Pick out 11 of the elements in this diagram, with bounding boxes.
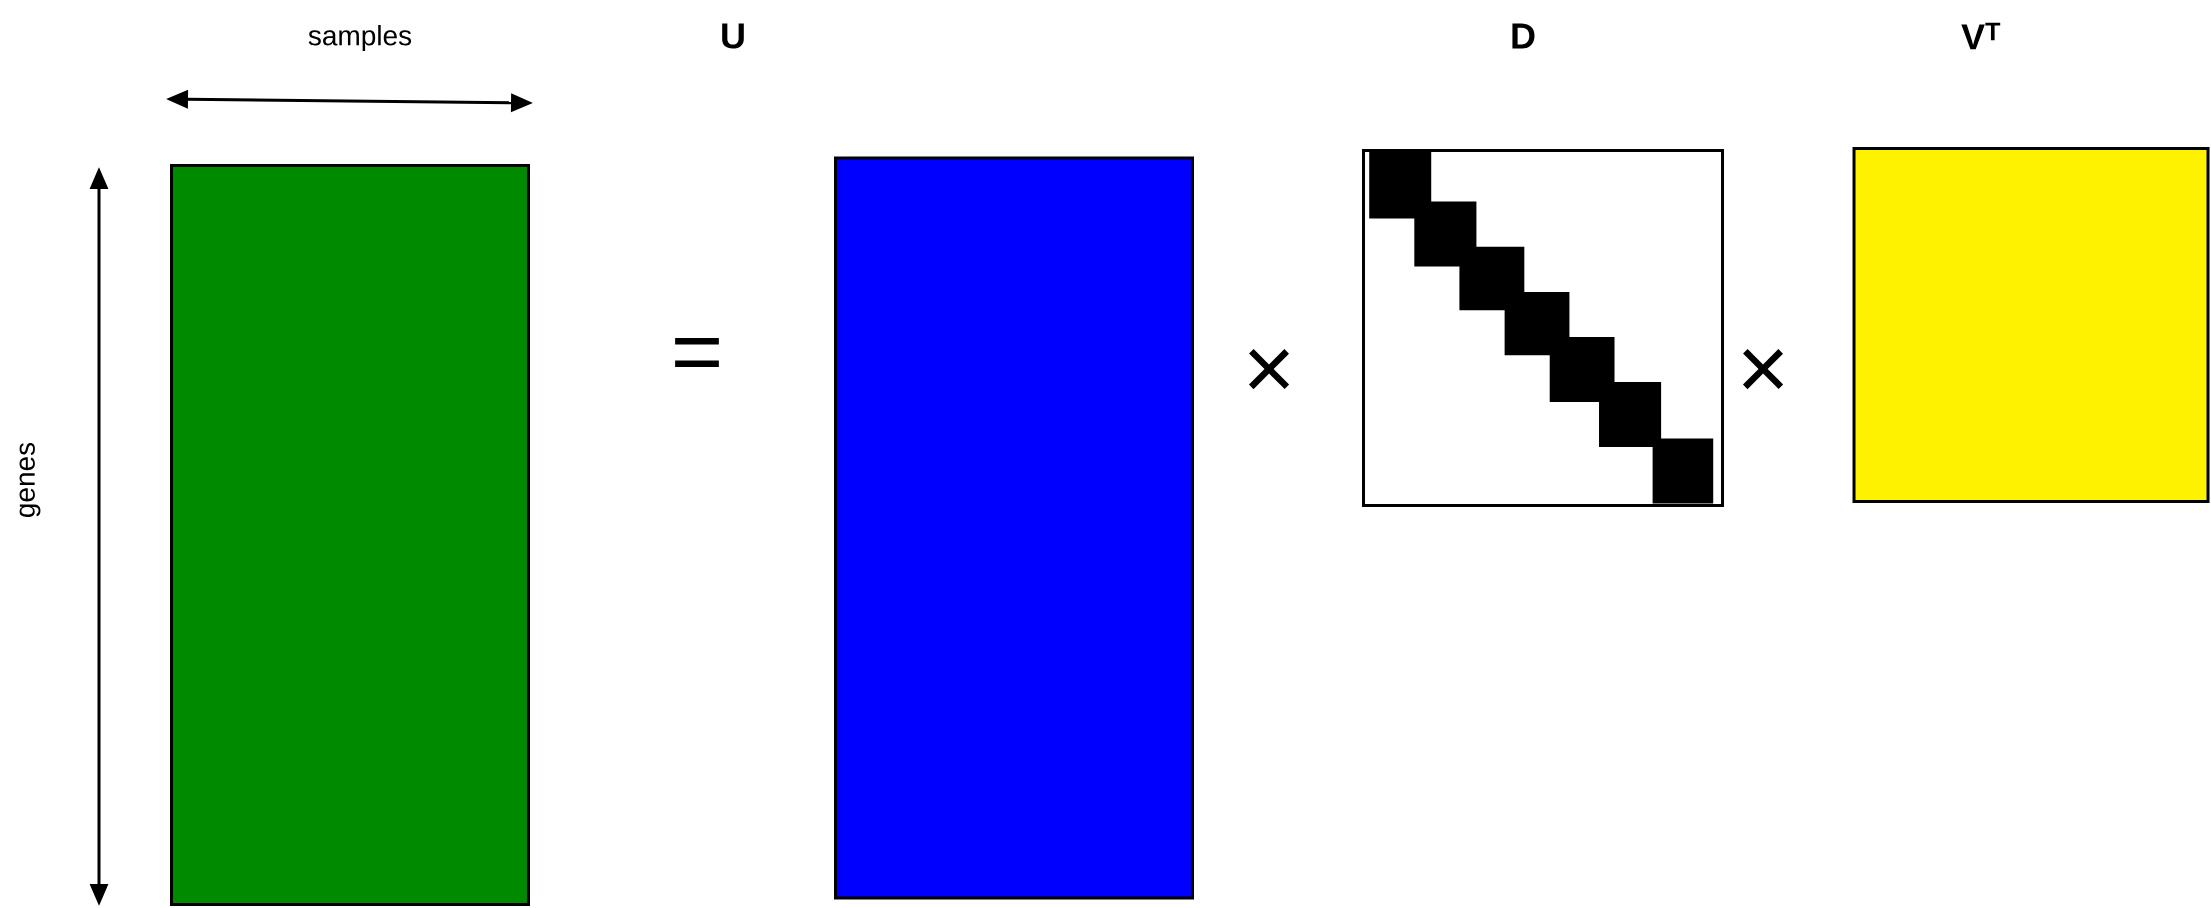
axis-label: samples [308, 24, 412, 52]
node-label: D [1512, 23, 1535, 49]
matrix-rectangle: U [722, 23, 1194, 900]
node-label: U [722, 23, 744, 49]
operator-symbol: × [1743, 349, 1784, 390]
node-label: V$^{T}$ [1961, 22, 2001, 50]
matrix-rectangle [170, 164, 530, 906]
operator-symbol: = [675, 337, 719, 367]
operator-symbol: × [1249, 349, 1290, 390]
matrix-rectangle: V$^{T}$ [1852, 22, 2210, 503]
axis-label: genes [19, 442, 41, 517]
